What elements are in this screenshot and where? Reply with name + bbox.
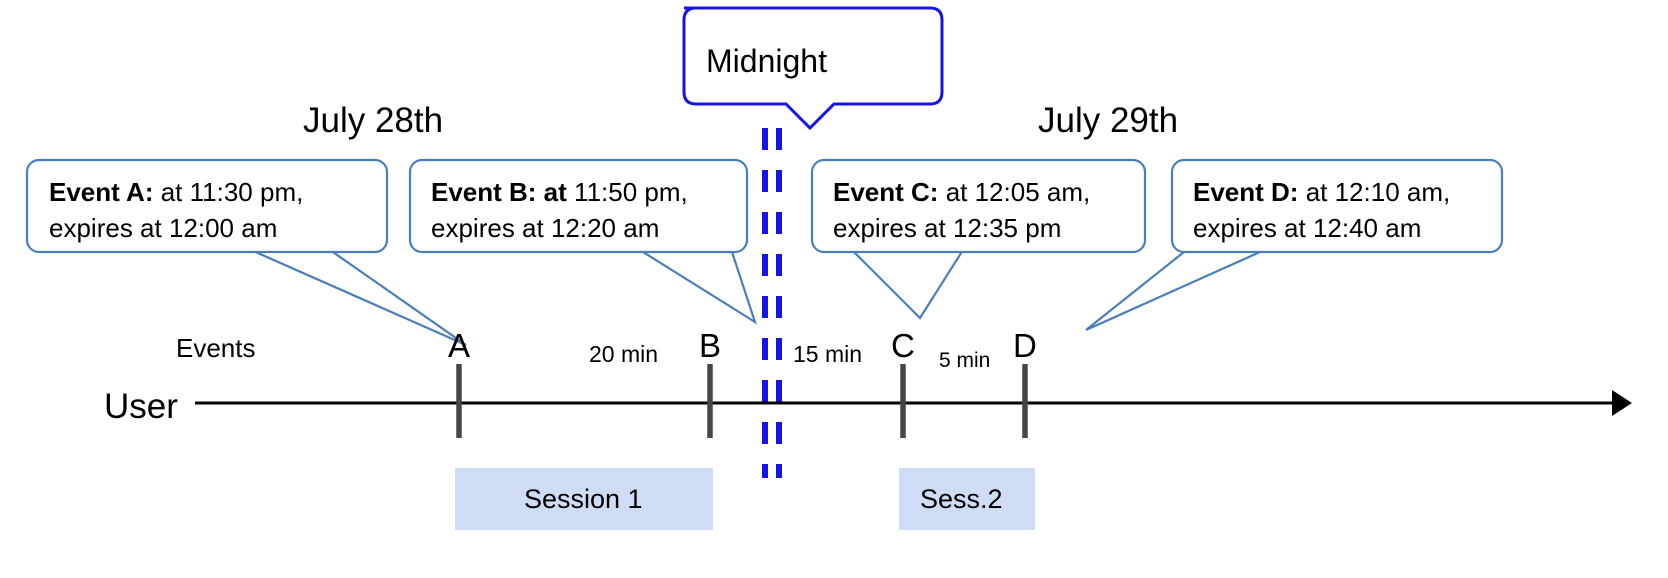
callout-b-line2: expires at 12:20 am: [431, 213, 659, 243]
day-label-july-29: July 29th: [1038, 101, 1178, 140]
callout-event-b: Event B: at 11:50 pm, expires at 12:20 a…: [408, 158, 749, 254]
callout-a-bold: Event A:: [49, 177, 154, 207]
session-bar-2: [899, 468, 1035, 530]
callout-box-a: [25, 158, 389, 254]
callout-event-c: Event C: at 12:05 am, expires at 12:35 p…: [810, 158, 1147, 254]
callout-d-bold: Event D:: [1193, 177, 1298, 207]
session-label-1: Session 1: [524, 484, 643, 514]
day-label-july-28: July 28th: [303, 101, 443, 140]
callout-tail-d: [1085, 250, 1261, 332]
callout-c-rest: at 12:05 am,: [938, 177, 1090, 207]
midnight-divider: [762, 128, 782, 478]
row-label-user: User: [104, 387, 178, 426]
callout-d-line1: Event D: at 12:10 am,: [1193, 177, 1450, 207]
marker-label-c: C: [891, 327, 915, 364]
interval-label-ab: 20 min: [589, 341, 658, 367]
midnight-label: Midnight: [706, 43, 827, 79]
midnight-bubble-shape: [682, 6, 944, 131]
callout-b-bold: Event B: at: [431, 177, 567, 207]
callout-event-a: Event A: at 11:30 pm, expires at 12:00 a…: [25, 158, 389, 254]
timeline-axis: [195, 390, 1632, 416]
event-ticks: [456, 364, 1028, 438]
callout-event-d: Event D: at 12:10 am, expires at 12:40 a…: [1170, 158, 1504, 254]
row-label-events: Events: [176, 333, 256, 363]
session-bars: Session 1 Sess.2: [455, 468, 1035, 530]
callout-b-line1: Event B: at 11:50 pm,: [431, 177, 688, 207]
callout-box-b: [408, 158, 749, 254]
callout-tails: [250, 248, 1261, 347]
midnight-callout: Midnight: [682, 6, 944, 131]
interval-label-cd: 5 min: [939, 349, 990, 372]
callout-box-d: [1170, 158, 1504, 254]
callout-d-rest: at 12:10 am,: [1298, 177, 1450, 207]
callout-a-line1: Event A: at 11:30 pm,: [49, 177, 303, 207]
callout-d-line2: expires at 12:40 am: [1193, 213, 1421, 243]
callout-c-line2: expires at 12:35 pm: [833, 213, 1061, 243]
callout-tail-c: [851, 249, 964, 320]
callout-tail-b: [642, 251, 757, 325]
session-label-2: Sess.2: [920, 484, 1003, 514]
marker-label-a: A: [448, 327, 470, 364]
timeline-arrow-icon: [1612, 390, 1632, 416]
callout-c-bold: Event C:: [833, 177, 938, 207]
callout-tail-a: [250, 248, 467, 347]
marker-label-b: B: [699, 327, 721, 364]
callout-a-rest: at 11:30 pm,: [154, 177, 304, 207]
callout-a-line2: expires at 12:00 am: [49, 213, 277, 243]
interval-label-bc: 15 min: [793, 341, 862, 367]
callout-b-rest: 11:50 pm,: [567, 177, 688, 207]
callout-c-line1: Event C: at 12:05 am,: [833, 177, 1090, 207]
callout-box-c: [810, 158, 1147, 254]
session-bar-1: [455, 468, 713, 530]
marker-label-d: D: [1013, 327, 1037, 364]
